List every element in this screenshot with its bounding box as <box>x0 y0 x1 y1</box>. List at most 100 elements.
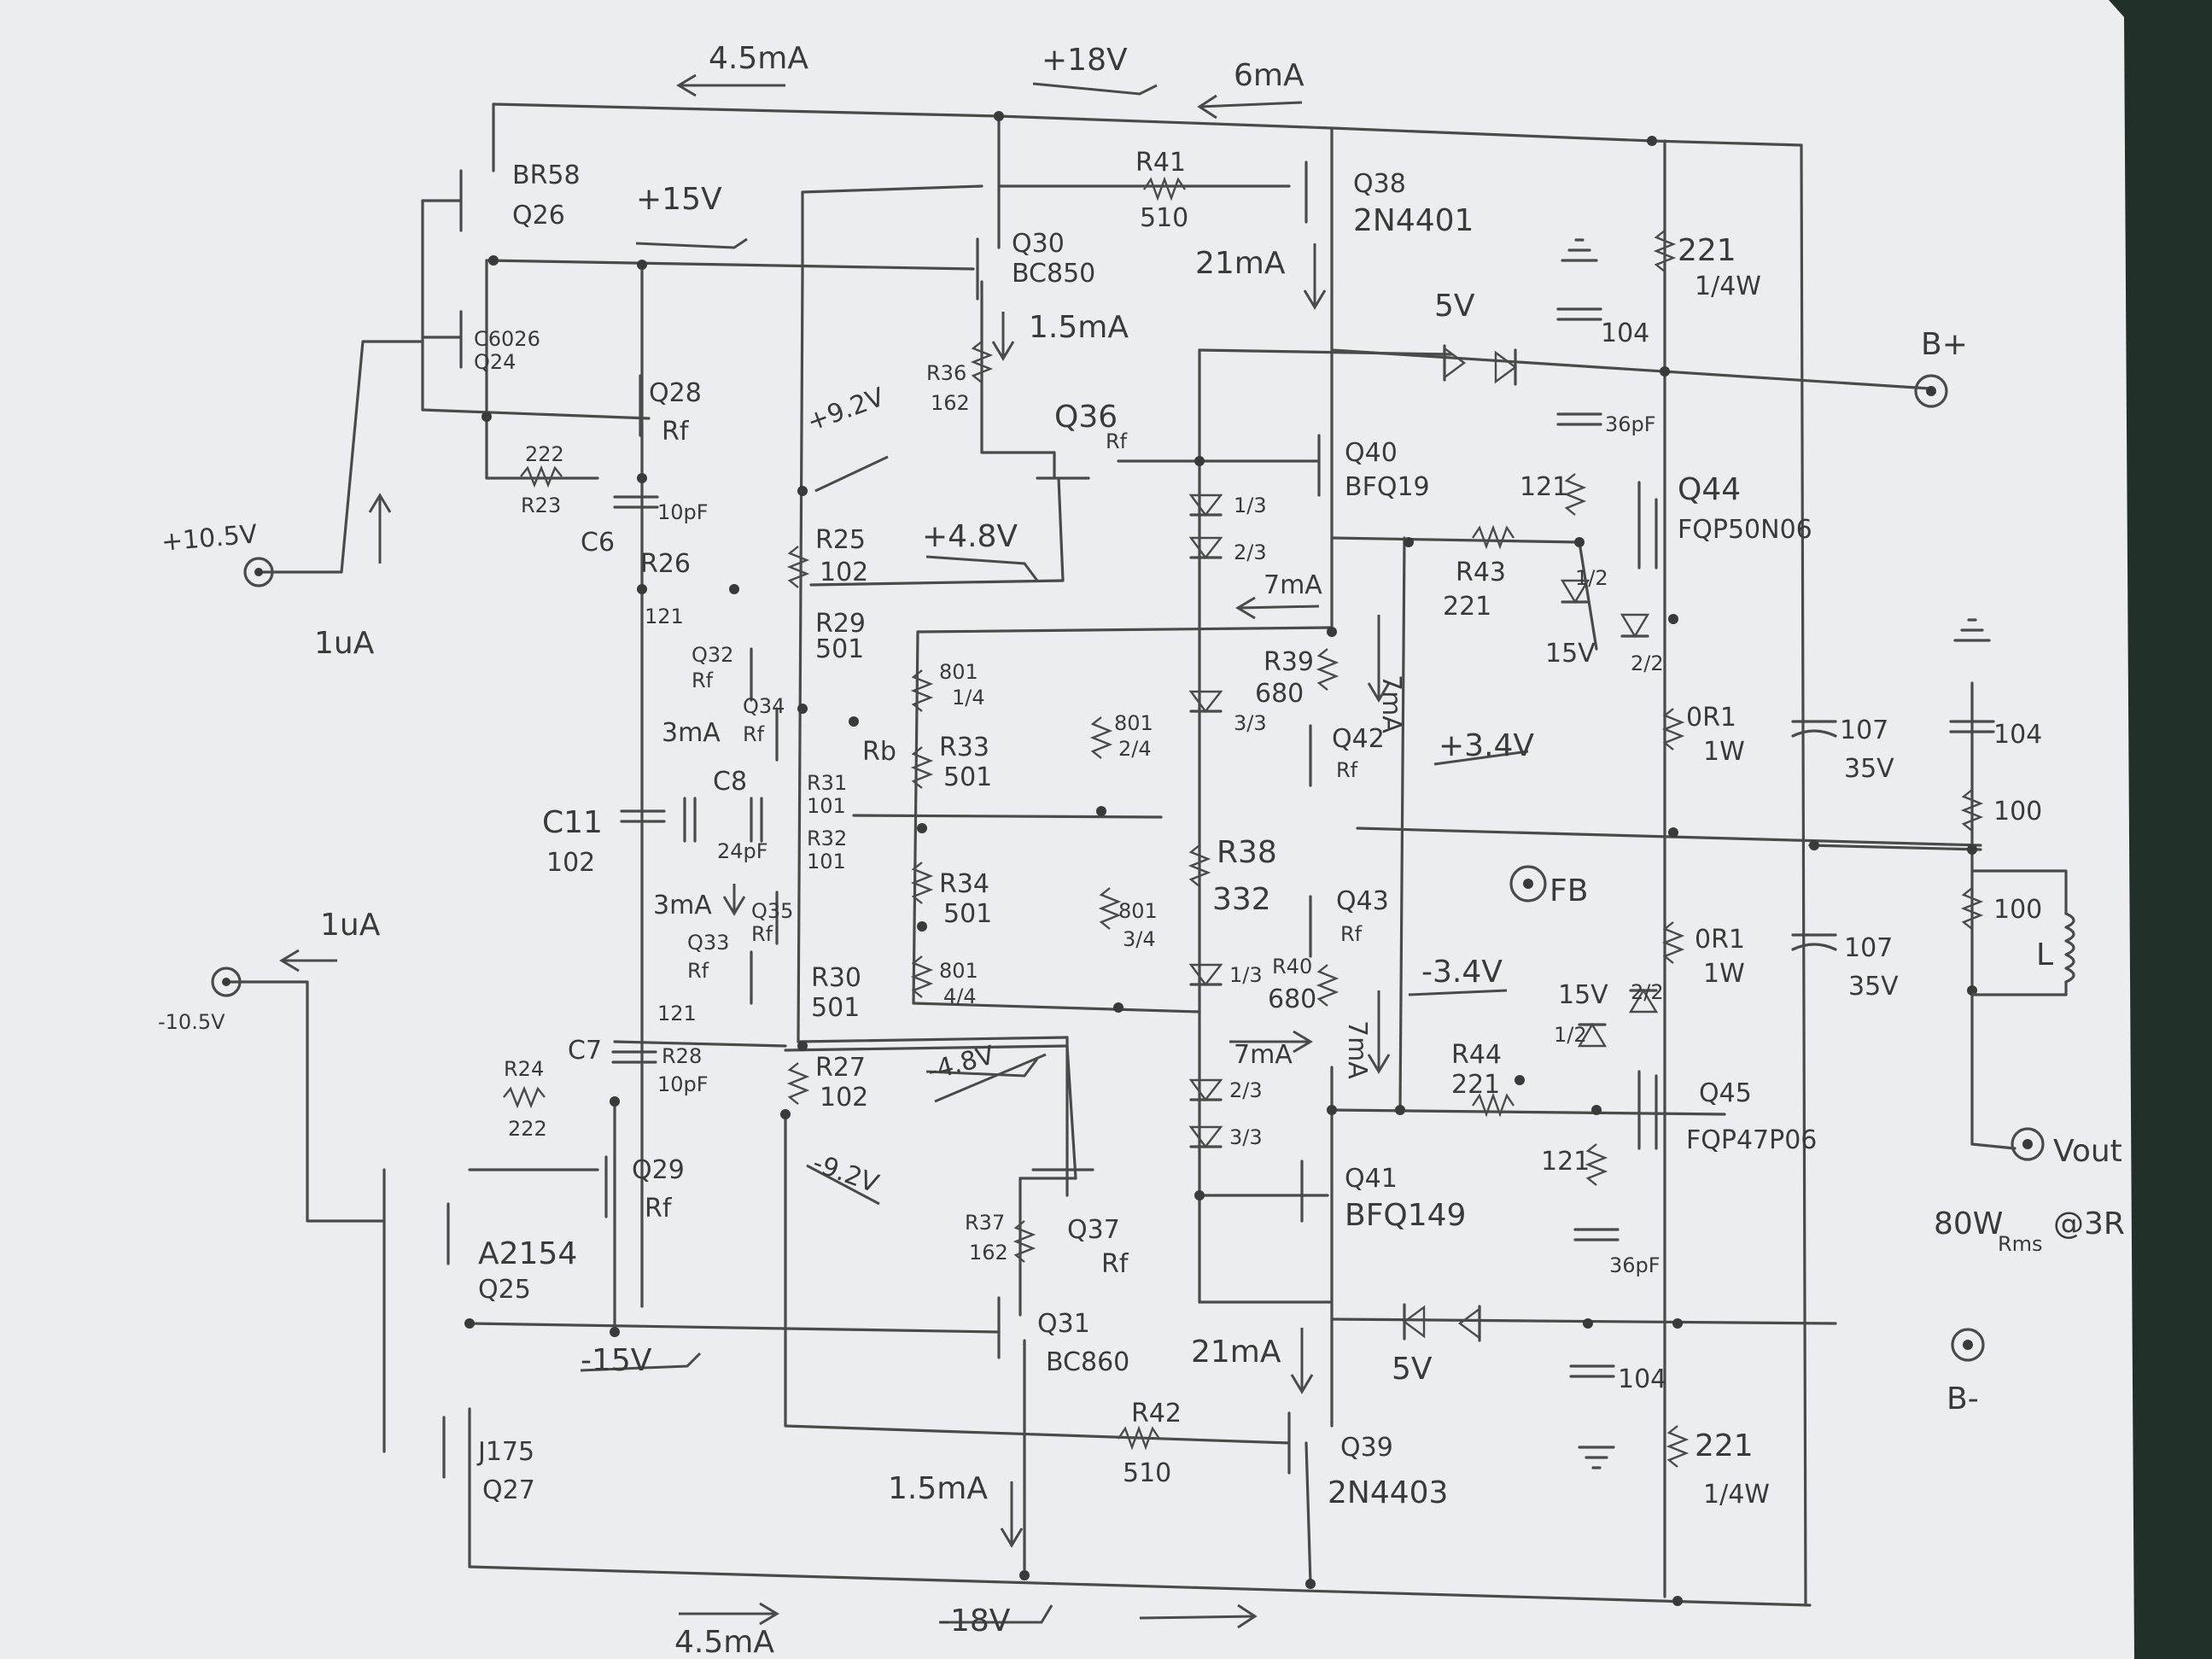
label-q42-part: Rf <box>1336 758 1358 782</box>
label-rb: Rb <box>862 737 896 767</box>
label-q39-name: Q39 <box>1340 1433 1393 1463</box>
label-q36-name: Q36 <box>1054 400 1118 435</box>
label-c11-value: 102 <box>546 848 595 878</box>
label-r801b-part: 2/4 <box>1118 737 1152 761</box>
label-zener-q44: 15V <box>1545 639 1596 669</box>
label-d12a: 1/2 <box>1575 566 1608 590</box>
voltage-arrows <box>580 82 1529 1624</box>
label-q41-name: Q41 <box>1345 1164 1398 1194</box>
label-r25-value: 102 <box>820 558 868 587</box>
label-v34-pos: +3.4V <box>1439 728 1534 763</box>
transistor-bodies <box>442 161 1658 1479</box>
bplus-terminal <box>1914 374 1948 408</box>
label-r121a: 121 <box>1520 472 1568 502</box>
label-r27-value: 102 <box>820 1083 868 1113</box>
label-q38-name: Q38 <box>1353 169 1406 199</box>
label-rating-rms: Rms <box>1998 1232 2043 1256</box>
label-q25-name: Q25 <box>478 1275 531 1305</box>
label-r23-value: 222 <box>525 442 564 466</box>
label-r39-value: 680 <box>1255 679 1304 709</box>
fb-terminal <box>1509 865 1547 903</box>
label-r32-name: R32 <box>807 827 847 850</box>
label-rating-power: 80W <box>1934 1206 2003 1241</box>
label-r42-name: R42 <box>1131 1399 1182 1428</box>
label-q27-part: J175 <box>476 1437 534 1467</box>
label-d23a: 2/3 <box>1234 540 1267 564</box>
label-r31-value: 101 <box>807 794 846 818</box>
label-q29-part: Rf <box>645 1194 673 1224</box>
label-current-top-right: 6mA <box>1234 58 1304 93</box>
label-q31-part: BC860 <box>1046 1347 1129 1377</box>
label-q26-name: Q26 <box>512 201 565 231</box>
label-c107b-value: 107 <box>1844 933 1893 963</box>
label-r30-name: R30 <box>811 963 861 993</box>
label-r29-name: R29 <box>815 609 866 639</box>
label-r38-name: R38 <box>1217 835 1277 870</box>
label-r33-name: R33 <box>939 733 989 762</box>
label-r801d-part: 4/4 <box>943 984 977 1008</box>
label-current-q42: 7mA <box>1264 570 1322 600</box>
label-q28-name: Q28 <box>649 378 702 408</box>
junction-dots <box>464 111 1977 1606</box>
label-c11-name: C11 <box>542 805 603 840</box>
label-r43-name: R43 <box>1456 558 1506 587</box>
label-d12b: 1/2 <box>1554 1023 1587 1047</box>
label-q26-part: BR58 <box>512 161 581 190</box>
label-current-q40-v: 7mA <box>1376 675 1406 733</box>
label-r801b-value: 801 <box>1114 711 1153 735</box>
label-c6-name: C6 <box>581 528 615 558</box>
label-q35-part: Rf <box>751 922 773 946</box>
label-input-neg: -10.5V <box>158 1010 225 1034</box>
label-r39-name: R39 <box>1264 647 1314 677</box>
label-q28-part: Rf <box>662 417 690 447</box>
label-d22b: 2/2 <box>1631 980 1664 1004</box>
label-r40-value: 680 <box>1268 984 1316 1014</box>
label-current-top-left: 4.5mA <box>709 41 808 76</box>
label-r221b-power: 1/4W <box>1703 1480 1770 1510</box>
label-q24-name: Q24 <box>474 350 516 374</box>
label-q35-name: Q35 <box>751 899 793 923</box>
label-q34-name: Q34 <box>743 694 785 718</box>
label-r41-value: 510 <box>1140 203 1188 233</box>
label-r40-name: R40 <box>1272 955 1312 978</box>
label-zener-q45: 15V <box>1558 980 1608 1010</box>
label-r801c-part: 3/4 <box>1123 927 1156 951</box>
label-r24-name: R24 <box>504 1057 544 1081</box>
label-r44-value: 221 <box>1451 1070 1500 1100</box>
label-rail-neg: -18V <box>939 1604 1011 1639</box>
label-q42-name: Q42 <box>1332 724 1385 754</box>
label-q30-part: BC850 <box>1012 259 1095 289</box>
label-q27-name: Q27 <box>482 1475 535 1505</box>
label-fb: FB <box>1550 873 1588 908</box>
label-current-q32: 3mA <box>662 718 721 748</box>
label-q45-part: FQP47P06 <box>1686 1125 1817 1155</box>
label-current-q39: 21mA <box>1191 1335 1281 1370</box>
label-q37-part: Rf <box>1101 1249 1129 1279</box>
label-c36a: 36pF <box>1605 412 1656 436</box>
label-c104a: 104 <box>1601 318 1649 348</box>
input-neg-terminal <box>211 967 242 997</box>
label-q32-name: Q32 <box>692 643 733 667</box>
label-r36-value: 162 <box>931 391 970 415</box>
label-c8-name: C8 <box>713 767 747 797</box>
label-c107a-voltage: 35V <box>1844 754 1894 784</box>
label-c107a-value: 107 <box>1840 716 1888 745</box>
label-r25-name: R25 <box>815 525 866 555</box>
label-current-input-pos: 1uA <box>314 626 375 661</box>
label-q45-name: Q45 <box>1699 1078 1752 1108</box>
label-q44-part: FQP50N06 <box>1678 515 1812 545</box>
label-current-q27: 1.5mA <box>888 1471 988 1506</box>
label-q37-name: Q37 <box>1067 1215 1120 1245</box>
label-r30-value: 501 <box>811 993 860 1023</box>
label-zener-top: 5V <box>1434 289 1475 324</box>
label-q34-part: Rf <box>743 722 765 746</box>
current-arrows <box>279 73 1391 1629</box>
paper-sheet <box>0 0 2134 1659</box>
label-c36b: 36pF <box>1609 1253 1660 1277</box>
ground-symbols <box>1561 238 1991 1469</box>
label-r33-value: 501 <box>943 762 992 792</box>
label-q31-name: Q31 <box>1037 1309 1090 1339</box>
label-r221a-power: 1/4W <box>1695 272 1761 301</box>
label-q44-name: Q44 <box>1678 472 1741 507</box>
